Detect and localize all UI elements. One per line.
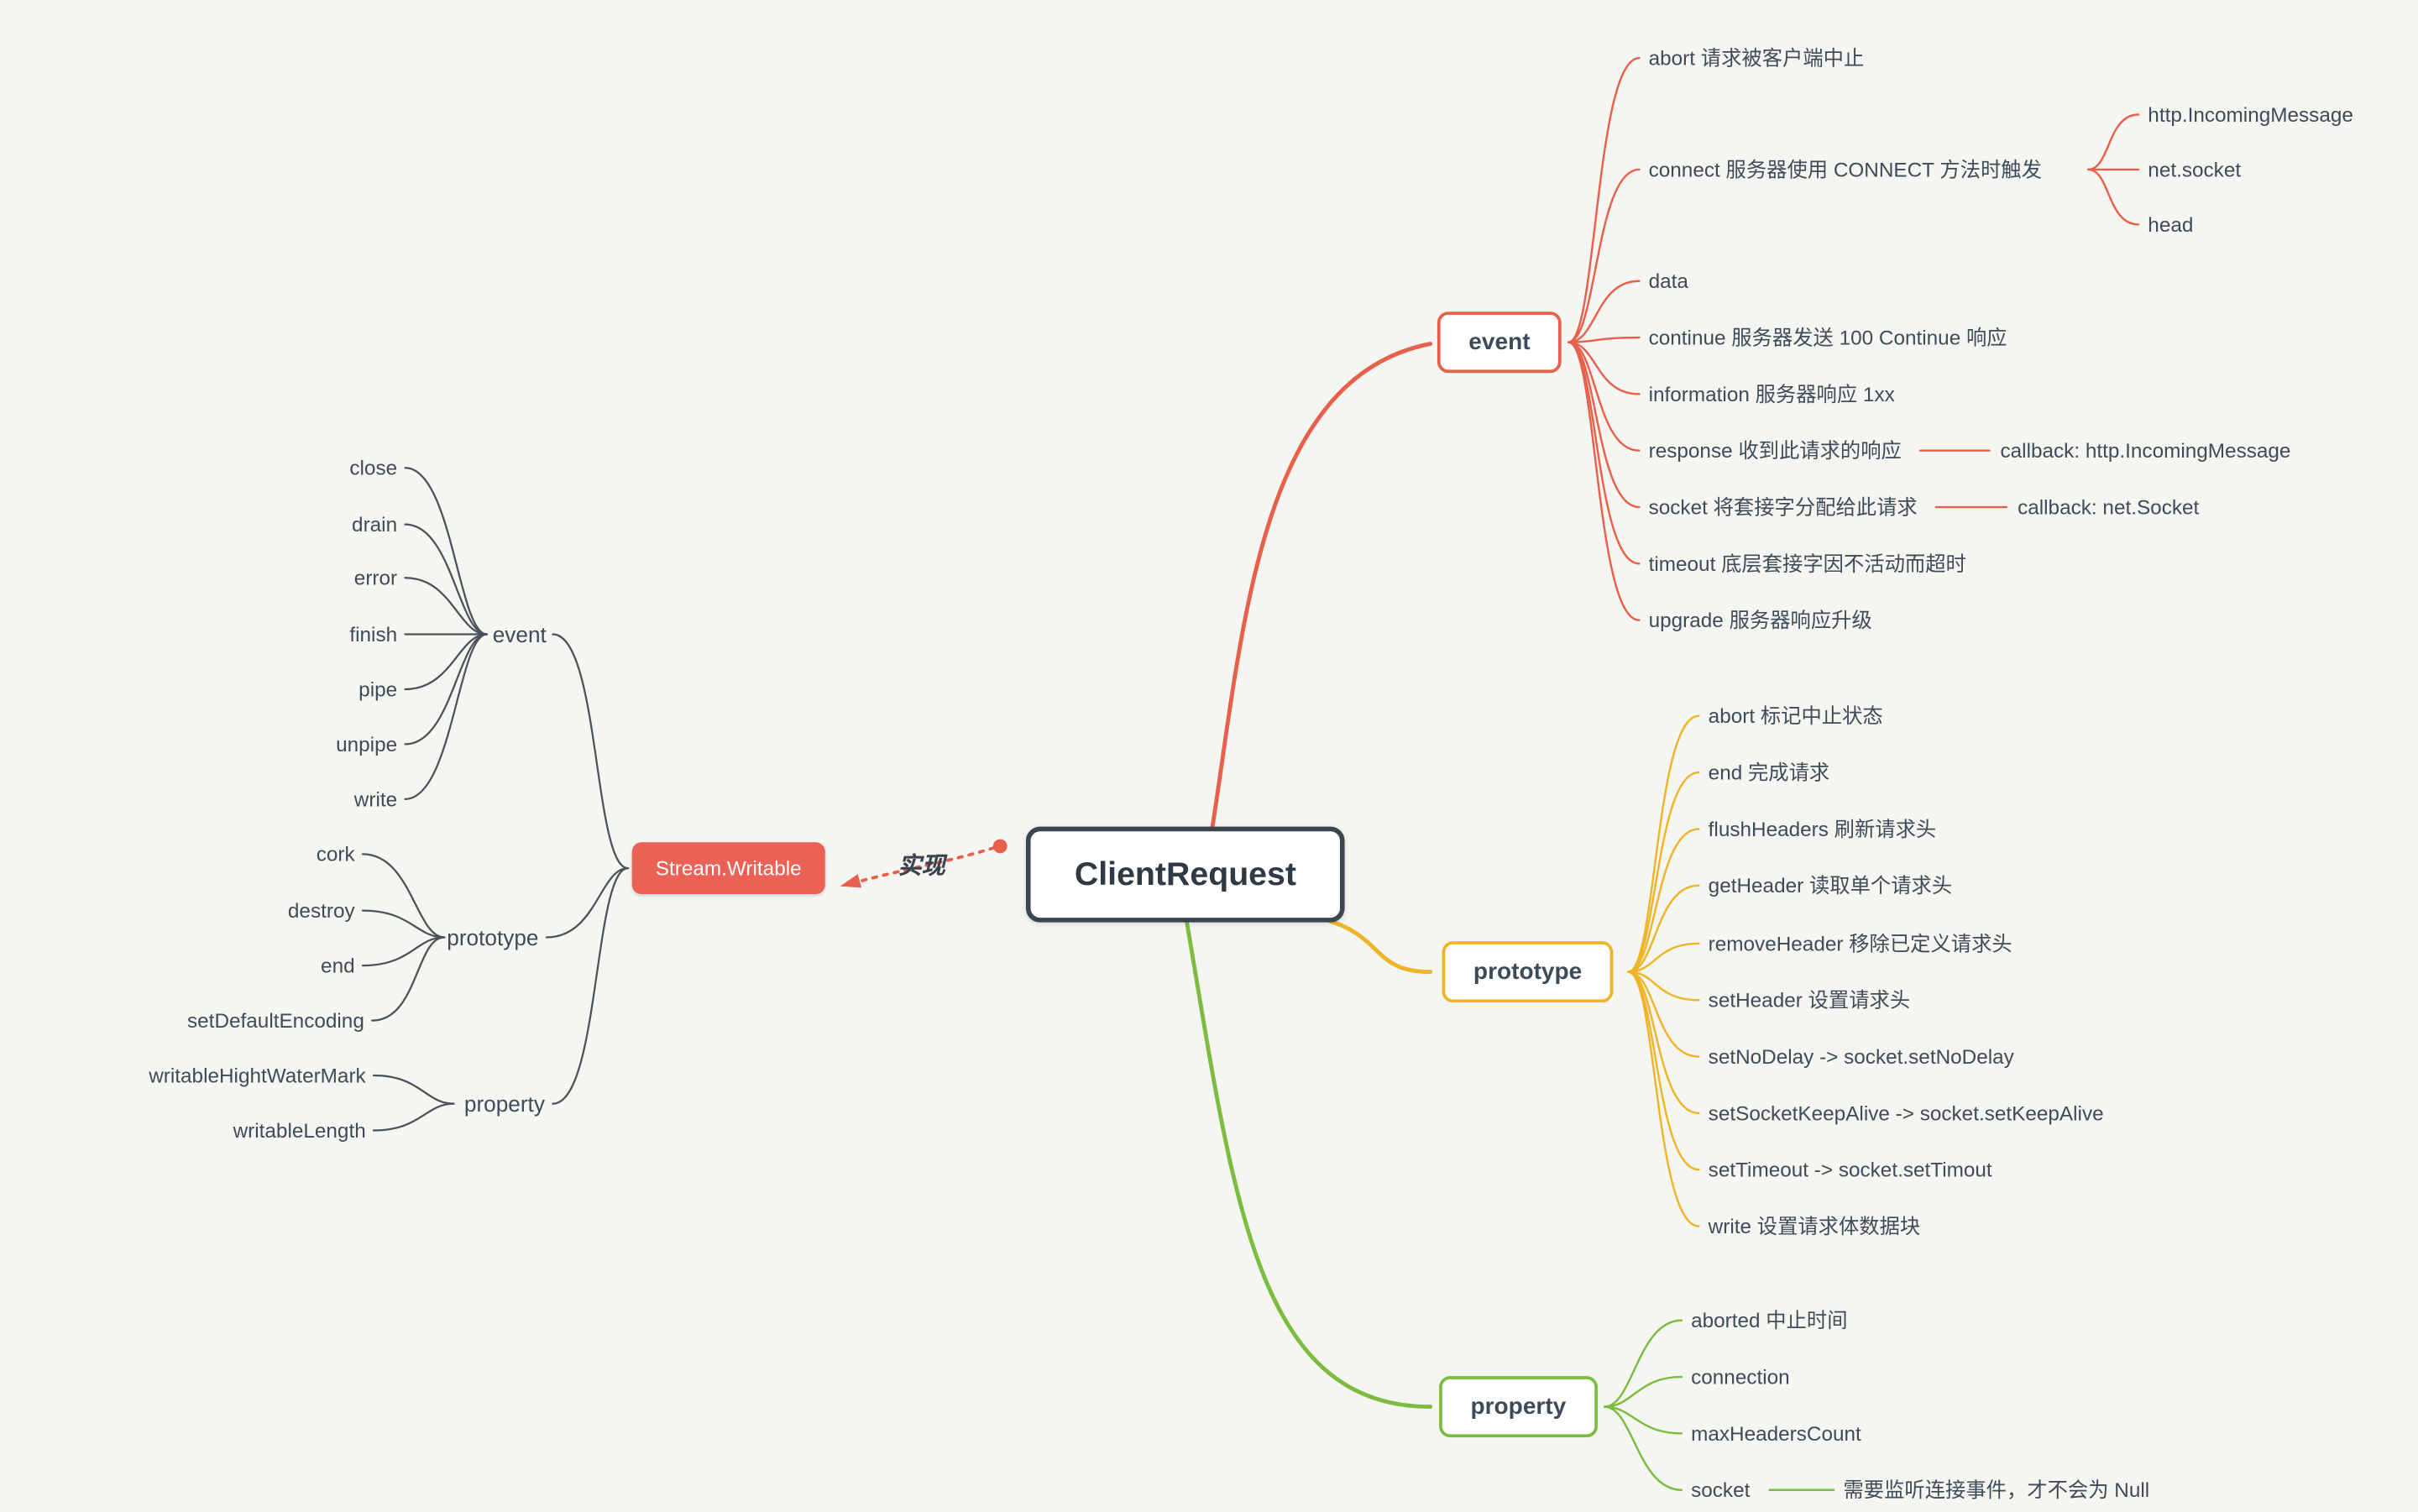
left-property-label[interactable]: property — [463, 1091, 545, 1117]
connect-child-netsocket[interactable]: net.socket — [2148, 157, 2242, 181]
event-item-abort[interactable]: abort 请求被客户端中止 — [1648, 46, 1865, 71]
connect-child-incomingmessage[interactable]: http.IncomingMessage — [2148, 102, 2353, 127]
event-item-socket[interactable]: socket 将套接字分配给此请求 — [1648, 495, 1918, 520]
left-tree-wires — [361, 467, 630, 1132]
property-item-maxheaderscount[interactable]: maxHeadersCount — [1691, 1421, 1861, 1446]
prototype-item-settimeout[interactable]: setTimeout -> socket.setTimout — [1708, 1158, 1992, 1182]
event-socket-callback[interactable]: callback: net.Socket — [2018, 495, 2200, 520]
left-event-item-close[interactable]: close — [349, 456, 398, 480]
event-branch-wires — [1210, 56, 2140, 831]
prototype-node[interactable]: prototype — [1442, 941, 1614, 1003]
clientrequest-node[interactable]: ClientRequest — [1025, 826, 1345, 923]
left-event-item-unpipe[interactable]: unpipe — [336, 732, 398, 756]
left-event-label[interactable]: event — [492, 621, 547, 647]
prototype-item-setnodelay[interactable]: setNoDelay -> socket.setNoDelay — [1708, 1044, 2014, 1069]
property-socket-note: 需要监听连接事件，才不会为 Null — [1843, 1478, 2150, 1502]
prototype-item-setheader[interactable]: setHeader 设置请求头 — [1708, 988, 1911, 1012]
prototype-item-removeheader[interactable]: removeHeader 移除已定义请求头 — [1708, 931, 2012, 955]
implements-arrow — [840, 839, 1008, 888]
property-branch-wires — [1185, 921, 1835, 1491]
left-prototype-item-setdefaultencoding[interactable]: setDefaultEncoding — [187, 1008, 364, 1033]
property-item-connection[interactable]: connection — [1691, 1365, 1790, 1389]
left-prototype-item-destroy[interactable]: destroy — [287, 898, 355, 923]
property-node[interactable]: property — [1439, 1376, 1598, 1438]
left-event-item-write[interactable]: write — [353, 787, 398, 811]
left-event-item-finish[interactable]: finish — [349, 622, 398, 646]
property-item-socket[interactable]: socket — [1691, 1478, 1751, 1502]
event-node[interactable]: event — [1437, 311, 1562, 374]
prototype-item-end[interactable]: end 完成请求 — [1708, 761, 1830, 785]
event-item-timeout[interactable]: timeout 底层套接字因不活动而超时 — [1648, 552, 1966, 576]
event-item-upgrade[interactable]: upgrade 服务器响应升级 — [1648, 608, 1872, 632]
prototype-branch-wires — [1324, 714, 1700, 1227]
event-item-connect[interactable]: connect 服务器使用 CONNECT 方法时触发 — [1648, 157, 2042, 181]
relation-label: 实现 — [898, 853, 945, 881]
event-response-callback[interactable]: callback: http.IncomingMessage — [2000, 438, 2291, 463]
left-prototype-label[interactable]: prototype — [447, 924, 539, 950]
left-prototype-item-end[interactable]: end — [321, 954, 355, 978]
left-event-item-drain[interactable]: drain — [352, 512, 398, 536]
prototype-item-abort[interactable]: abort 标记中止状态 — [1708, 704, 1883, 728]
event-item-continue[interactable]: continue 服务器发送 100 Continue 响应 — [1648, 326, 2007, 350]
left-property-item-writablelength[interactable]: writableLength — [233, 1118, 366, 1143]
prototype-item-flushheaders[interactable]: flushHeaders 刷新请求头 — [1708, 817, 1937, 841]
prototype-item-write[interactable]: write 设置请求体数据块 — [1708, 1214, 1921, 1238]
left-event-item-pipe[interactable]: pipe — [359, 677, 398, 701]
event-item-information[interactable]: information 服务器响应 1xx — [1648, 382, 1895, 406]
left-property-item-writablehightwatermark[interactable]: writableHightWaterMark — [149, 1063, 366, 1088]
left-event-item-error[interactable]: error — [353, 566, 398, 590]
event-item-response[interactable]: response 收到此请求的响应 — [1648, 438, 1902, 463]
left-prototype-item-cork[interactable]: cork — [316, 842, 355, 866]
prototype-item-getheader[interactable]: getHeader 读取单个请求头 — [1708, 873, 1953, 897]
property-item-aborted[interactable]: aborted 中止时间 — [1691, 1308, 1848, 1332]
stream-writable-node[interactable]: Stream.Writable — [631, 842, 825, 895]
event-item-data[interactable]: data — [1648, 269, 1688, 293]
prototype-item-setsocketkeepalive[interactable]: setSocketKeepAlive -> socket.setKeepAliv… — [1708, 1101, 2104, 1125]
connect-child-head[interactable]: head — [2148, 212, 2194, 237]
